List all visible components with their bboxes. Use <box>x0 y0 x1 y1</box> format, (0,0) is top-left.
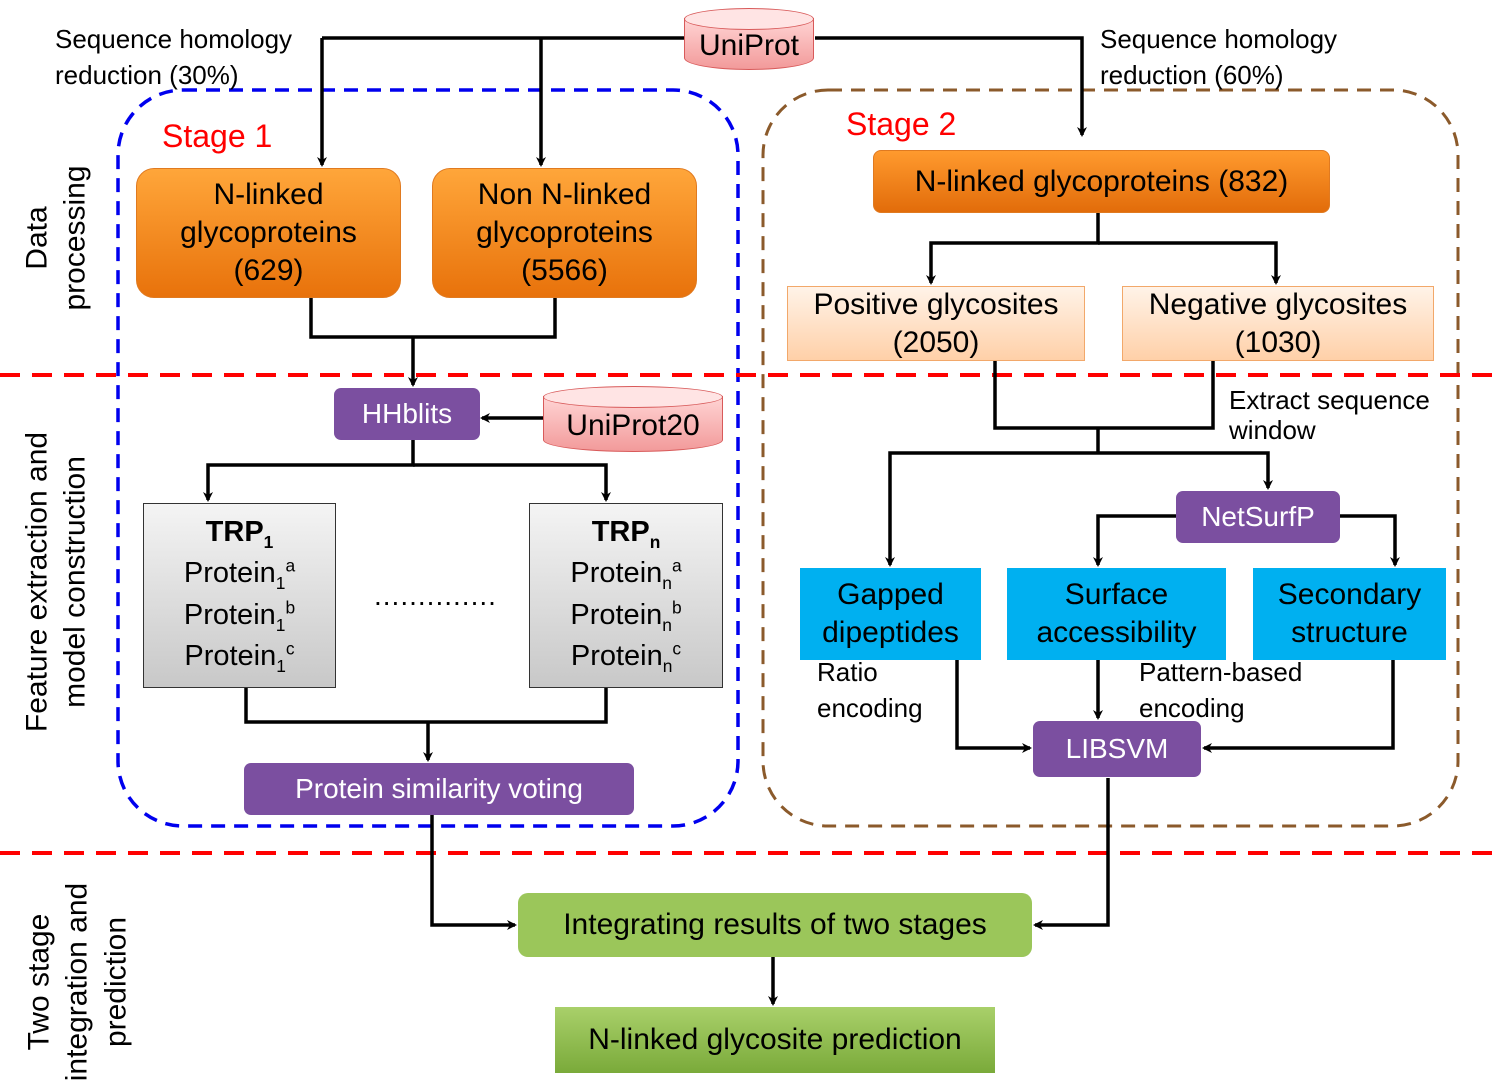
edge-netsurfp-to-secondary <box>1340 514 1400 567</box>
edge-libsvm-to-integration <box>1033 778 1110 930</box>
uniprot-label: UniProt <box>698 29 800 62</box>
libsvm-box: LIBSVM <box>1033 721 1201 777</box>
netsurfp-box: NetSurfP <box>1176 491 1340 543</box>
positive-glycosites-box: Positive glycosites(2050) <box>787 286 1085 361</box>
integration-box: Integrating results of two stages <box>518 893 1032 957</box>
trp1-header: TRP1 <box>205 515 274 552</box>
edge-trp-merge <box>244 688 608 724</box>
uniprot-database: UniProt <box>684 8 814 70</box>
edge-stage1-merge <box>309 298 557 339</box>
uniprot20-label: UniProt20 <box>566 409 700 442</box>
trpn-protein-b: Proteinnb <box>570 596 682 635</box>
stage2-container <box>761 88 1460 828</box>
nlinked-glycoproteins-832-box: N-linked glycoproteins (832) <box>873 150 1330 213</box>
edge-voting-to-integration <box>430 815 517 930</box>
edge-uniprot-to-stage2 <box>815 36 1087 137</box>
edge-hhblits-to-trpn <box>413 463 611 502</box>
trpn-header: TRPn <box>591 515 661 552</box>
prediction-box: N-linked glycosite prediction <box>555 1007 995 1073</box>
negative-glycosites-box: Negative glycosites(1030) <box>1122 286 1434 361</box>
edge-nlinked832-split <box>926 213 1100 285</box>
hhblits-box: HHblits <box>334 388 480 440</box>
uniprot20-database: UniProt20 <box>543 386 723 452</box>
edge-secondary-to-libsvm <box>1202 660 1395 753</box>
stage1-container <box>116 88 740 828</box>
trpn-protein-c: Proteinnc <box>570 638 682 676</box>
edge-to-netsurfp <box>1098 451 1273 490</box>
edge-hhblits-split <box>203 440 415 502</box>
trpn-protein-a: Proteinna <box>570 555 682 593</box>
trpn-box: TRPn Proteinna Proteinnb Proteinnc <box>529 503 723 688</box>
trp1-protein-a: Protein1a <box>183 555 296 593</box>
edge-to-negative <box>1098 241 1281 285</box>
edge-glycosites-merge <box>993 360 1215 430</box>
trp1-box: TRP1 Protein1a Protein1b Protein1c <box>143 503 336 688</box>
trp1-protein-b: Protein1b <box>183 596 296 635</box>
edge-gapped-to-libsvm <box>955 660 1032 753</box>
edge-to-gapped <box>885 451 1098 567</box>
trp-ellipsis: .............. <box>374 580 497 611</box>
stage1-title: Stage 1 <box>162 118 273 154</box>
protein-similarity-voting-box: Protein similarity voting <box>244 763 634 815</box>
stage2-title: Stage 2 <box>846 106 957 142</box>
trp1-protein-c: Protein1c <box>184 638 295 676</box>
edge-netsurfp-to-surface <box>1093 514 1176 567</box>
